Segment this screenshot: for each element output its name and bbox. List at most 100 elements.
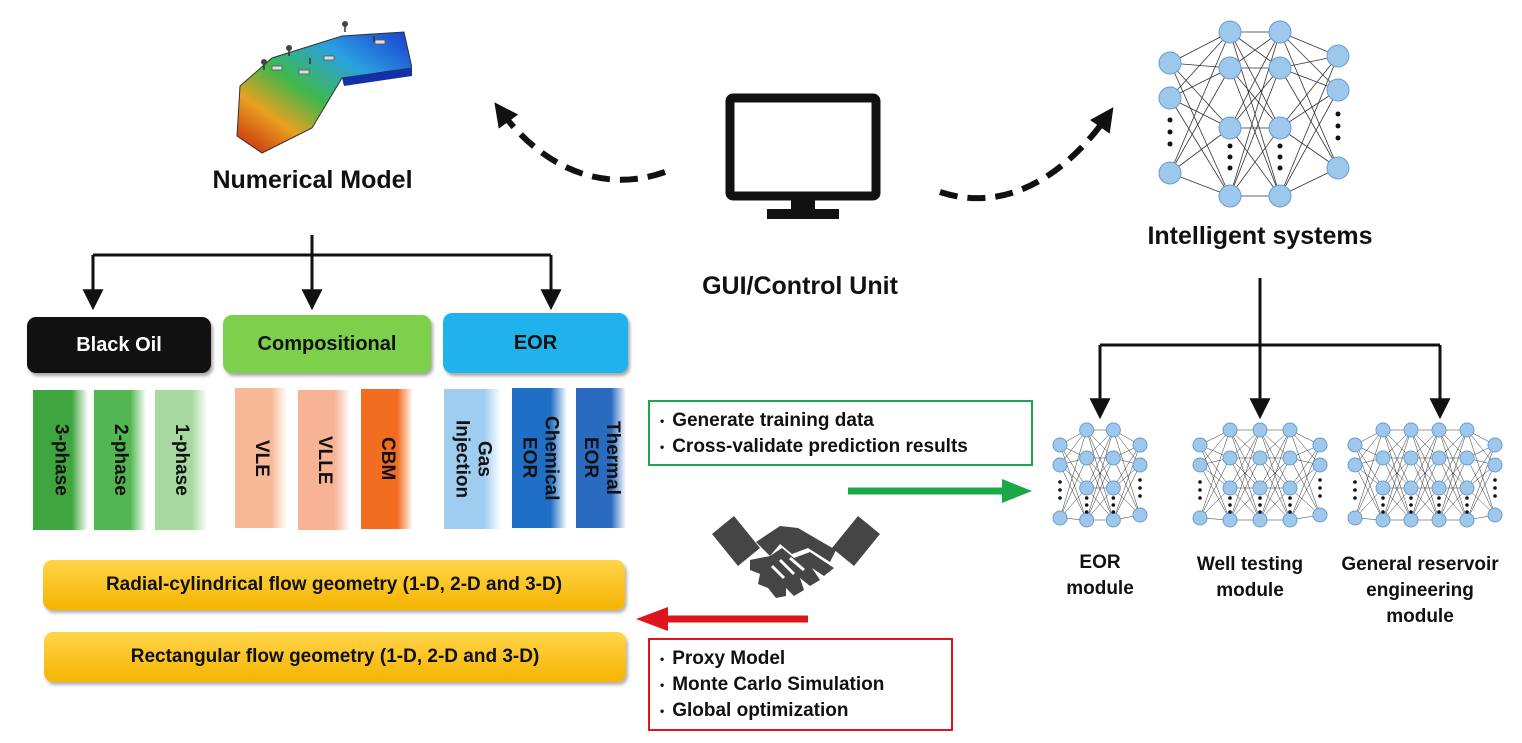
network-edge xyxy=(1410,429,1440,521)
list-item: Generate training data xyxy=(660,408,1021,434)
ellipsis-dot xyxy=(1353,496,1357,500)
dashed-arrow-to-intelligent-systems xyxy=(939,107,1114,202)
network-node xyxy=(1079,512,1095,528)
ellipsis-dot xyxy=(1167,129,1173,135)
network-edge xyxy=(1059,444,1087,489)
item-box-thermal-eor: Thermal EOR xyxy=(576,388,626,528)
network-node xyxy=(1192,457,1208,473)
ellipsis-dot xyxy=(1465,496,1469,500)
network-edge xyxy=(1279,89,1339,197)
green-arrow xyxy=(848,479,1032,503)
network-node xyxy=(1268,56,1292,80)
list-item: Global optimization xyxy=(660,698,941,724)
network-node xyxy=(1222,422,1238,438)
network-edge xyxy=(1169,62,1231,197)
network-node xyxy=(1222,450,1238,466)
item-label: Chemical EOR xyxy=(518,415,562,501)
ellipsis-dot xyxy=(1465,510,1469,514)
network-node xyxy=(1052,437,1068,453)
network-node xyxy=(1282,480,1298,496)
network-node xyxy=(1222,512,1238,528)
item-label: CBM xyxy=(377,437,398,481)
network-node xyxy=(1105,422,1121,438)
network-node xyxy=(1079,480,1095,496)
network-node xyxy=(1132,437,1148,453)
network-edge xyxy=(1466,444,1496,521)
network-node xyxy=(1375,512,1391,528)
network-node xyxy=(1222,480,1238,496)
ellipsis-dot xyxy=(1335,111,1341,117)
network-edge xyxy=(1086,457,1114,521)
network-edge xyxy=(1259,429,1291,489)
network-node xyxy=(1079,450,1095,466)
ellipsis-dot xyxy=(1335,135,1341,141)
network-node xyxy=(1218,184,1242,208)
network-edge xyxy=(1279,55,1339,129)
ellipsis-dot xyxy=(1198,480,1202,484)
reservoir-model-icon xyxy=(236,21,412,154)
network-edge xyxy=(1059,444,1087,521)
item-box-2-phase: 2-phase xyxy=(94,390,146,530)
ellipsis-dot xyxy=(1318,486,1322,490)
network-edge xyxy=(1382,429,1412,521)
network-node xyxy=(1192,437,1208,453)
ellipsis-dot xyxy=(1058,488,1062,492)
ellipsis-dot xyxy=(1335,123,1341,129)
item-box-chemical-eor: Chemical EOR xyxy=(512,388,567,528)
network-node xyxy=(1326,156,1350,180)
computer-monitor-icon xyxy=(725,93,881,219)
network-node xyxy=(1459,480,1475,496)
network-node xyxy=(1192,510,1208,526)
network-node xyxy=(1431,422,1447,438)
dashed-arrow-to-numerical-model xyxy=(494,102,666,183)
network-edge xyxy=(1113,444,1141,521)
network-node xyxy=(1282,422,1298,438)
ellipsis-dot xyxy=(1493,486,1497,490)
item-box-vlle: VLLE xyxy=(298,390,350,530)
network-edge xyxy=(1466,464,1496,521)
network-edge xyxy=(1199,429,1231,466)
network-edge xyxy=(1466,429,1496,516)
network-node xyxy=(1312,507,1328,523)
item-box-1-phase: 1-phase xyxy=(155,390,207,530)
ellipsis-dot xyxy=(1228,503,1232,507)
proxy-model-box: Proxy Model Monte Carlo Simulation Globa… xyxy=(648,638,953,731)
ellipsis-dot xyxy=(1277,154,1283,160)
item-label: VLE xyxy=(251,439,272,477)
item-box-gas-injection: Gas Injection xyxy=(444,389,501,529)
ellipsis-dot xyxy=(1288,496,1292,500)
ellipsis-dot xyxy=(1084,510,1089,514)
training-data-box: Generate training data Cross-validate pr… xyxy=(648,400,1033,466)
network-edge xyxy=(1289,464,1321,521)
header-compositional: Compositional xyxy=(223,315,431,373)
ellipsis-dot xyxy=(1381,510,1385,514)
network-node xyxy=(1282,450,1298,466)
item-label: 1-phase xyxy=(171,424,192,496)
ellipsis-dot xyxy=(1058,496,1062,500)
list-item: Cross-validate prediction results xyxy=(660,434,1021,460)
network-edge xyxy=(1279,31,1339,169)
network-edge xyxy=(1279,67,1339,169)
network-node xyxy=(1431,512,1447,528)
network-edge xyxy=(1229,429,1261,521)
network-edge xyxy=(1259,429,1291,521)
network-edge xyxy=(1289,429,1321,516)
network-node xyxy=(1375,480,1391,496)
item-box-vle: VLE xyxy=(235,388,287,528)
network-edge xyxy=(1229,31,1281,129)
numerical-tree-connector xyxy=(82,235,562,311)
network-edge xyxy=(1410,457,1440,521)
network-node xyxy=(1375,422,1391,438)
network-node xyxy=(1487,507,1503,523)
network-node xyxy=(1218,56,1242,80)
item-label: 3-phase xyxy=(50,424,72,496)
network-edge xyxy=(1438,429,1468,521)
network-edge xyxy=(1059,457,1087,519)
general-reservoir-module-label: General reservoir engineering module xyxy=(1341,554,1499,627)
ellipsis-dot xyxy=(1111,503,1116,507)
intelligent-systems-title: Intelligent systems xyxy=(1147,222,1373,250)
network-node xyxy=(1105,480,1121,496)
network-edge xyxy=(1354,464,1384,521)
network-node xyxy=(1158,161,1182,185)
network-edge xyxy=(1169,67,1231,174)
